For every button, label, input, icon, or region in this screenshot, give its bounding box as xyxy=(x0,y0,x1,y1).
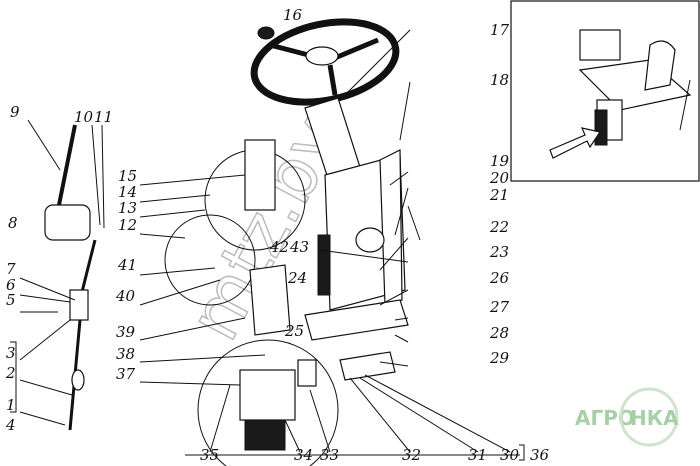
callout-3: 3 xyxy=(6,344,16,362)
callout-28: 28 xyxy=(489,324,509,342)
callout-22: 22 xyxy=(489,218,509,236)
callout-23: 23 xyxy=(489,243,509,261)
callout-40: 40 xyxy=(115,287,136,305)
callout-27: 27 xyxy=(489,298,510,316)
callout-42: 42 xyxy=(269,238,289,256)
callout-34: 34 xyxy=(294,446,313,464)
callout-31: 31 xyxy=(468,446,487,464)
callout-1: 1 xyxy=(6,396,16,414)
callout-26: 26 xyxy=(489,269,510,287)
callout-25: 25 xyxy=(284,322,304,340)
steering-wheel xyxy=(250,18,400,106)
callout-38: 38 xyxy=(116,345,135,363)
callout-13: 13 xyxy=(118,199,137,217)
callout-16: 16 xyxy=(283,6,303,24)
callout-6: 6 xyxy=(6,276,16,294)
callout-30: 30 xyxy=(500,446,520,464)
callout-20: 20 xyxy=(489,169,510,187)
callout-32: 32 xyxy=(402,446,421,464)
callout-15: 15 xyxy=(118,167,137,185)
callout-2: 2 xyxy=(5,364,16,382)
callout-39: 39 xyxy=(116,323,136,341)
callout-8: 8 xyxy=(8,214,18,232)
callout-35: 35 xyxy=(200,446,219,464)
callout-29: 29 xyxy=(489,349,510,367)
callout-7: 7 xyxy=(6,260,16,278)
steering-column xyxy=(304,97,409,381)
callout-9: 9 xyxy=(10,103,20,121)
callout-33: 33 xyxy=(320,446,339,464)
callout-41: 41 xyxy=(117,256,137,274)
leader-lines xyxy=(10,29,525,461)
callout-37: 37 xyxy=(116,365,136,383)
linkage-assembly xyxy=(44,124,97,431)
callout-36: 36 xyxy=(530,446,550,464)
svg-text:АГРО: АГРО xyxy=(575,406,635,430)
callout-17: 17 xyxy=(490,21,510,39)
callout-18: 18 xyxy=(490,71,509,89)
agronka-logo: АГРО НКА xyxy=(575,387,679,447)
callout-11: 11 xyxy=(94,108,113,126)
callout-4: 4 xyxy=(5,416,16,434)
callout-24: 24 xyxy=(287,269,307,287)
callout-5: 5 xyxy=(6,291,16,309)
callout-43: 43 xyxy=(289,238,309,256)
callout-19: 19 xyxy=(490,152,510,170)
callout-21: 21 xyxy=(489,186,509,204)
detail-circles xyxy=(164,139,339,466)
callout-labels: 1 2 3 4 5 6 7 8 9 10 11 12 13 14 15 16 1… xyxy=(5,6,550,464)
inset-cabin-view xyxy=(510,0,700,182)
svg-text:НКА: НКА xyxy=(630,406,679,430)
callout-12: 12 xyxy=(118,216,137,234)
callout-10: 10 xyxy=(74,108,94,126)
callout-14: 14 xyxy=(118,183,137,201)
